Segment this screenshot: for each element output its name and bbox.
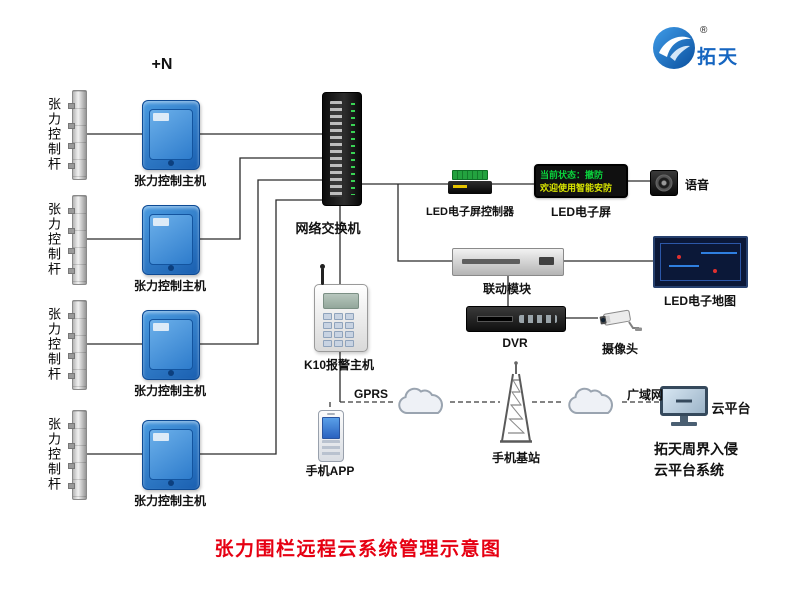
plus-n-label: +N <box>151 56 173 73</box>
k10-display <box>323 293 359 309</box>
dvr-label: DVR <box>502 336 528 350</box>
cloud-platform-caption-line2: 云平台系统 <box>654 462 724 478</box>
antenna-icon <box>320 264 325 285</box>
tension-host-icon <box>142 310 200 380</box>
led-screen-label: LED电子屏 <box>550 205 612 219</box>
led-display-line1: 当前状态：撤防 <box>540 170 604 180</box>
tension-pole-icon <box>68 410 87 500</box>
k10-keypad <box>323 313 359 347</box>
network-switch-icon <box>322 92 362 206</box>
camera-label: 摄像头 <box>601 342 639 356</box>
linkage-module-icon <box>452 248 564 276</box>
linkage-module-label: 联动模块 <box>482 282 532 296</box>
k10-alarm-host-icon <box>314 264 368 352</box>
tension-host-icon <box>142 100 200 170</box>
tension-host-label: 张力控制主机 <box>133 279 207 293</box>
cloud-icon <box>564 384 620 420</box>
brand-logo-icon <box>652 26 696 70</box>
phone-app-label: 手机APP <box>305 464 355 478</box>
tension-host-icon <box>142 205 200 275</box>
pole-label: 张力控制杆 <box>46 202 61 277</box>
solid-connectors <box>85 133 653 455</box>
voice-label: 语音 <box>684 178 710 192</box>
cloud-platform-label: 云平台 <box>711 401 751 416</box>
phone-app-icon <box>318 410 344 462</box>
pole-label: 张力控制杆 <box>46 417 61 492</box>
led-screen-icon: 当前状态：撤防 欢迎使用智能安防 <box>534 164 628 198</box>
base-station-label: 手机基站 <box>491 451 541 465</box>
tension-host-label: 张力控制主机 <box>133 384 207 398</box>
tension-pole-icon <box>68 195 87 285</box>
switch-leds <box>351 103 355 195</box>
diagram-title: 张力围栏远程云系统管理示意图 <box>214 539 502 560</box>
led-map-label: LED电子地图 <box>663 294 737 308</box>
cloud-platform-monitor-icon <box>660 386 708 430</box>
cloud-icon <box>394 384 450 420</box>
pole-label: 张力控制杆 <box>46 307 61 382</box>
pole-label: 张力控制杆 <box>46 97 61 172</box>
cloud-platform-caption-line1: 拓天周界入侵 <box>654 441 738 457</box>
switch-ports <box>330 101 342 197</box>
led-display-line2: 欢迎使用智能安防 <box>540 183 613 193</box>
tension-pole-icon <box>68 300 87 390</box>
base-station-tower-icon <box>497 360 535 444</box>
wan-label: 广域网 <box>626 388 664 402</box>
tension-host-label: 张力控制主机 <box>133 174 207 188</box>
registered-mark: ® <box>700 25 708 36</box>
dvr-icon <box>466 306 566 332</box>
k10-alarm-host-label: K10报警主机 <box>303 358 375 372</box>
led-screen-controller-label: LED电子屏控制器 <box>426 206 514 218</box>
tension-host-icon <box>142 420 200 490</box>
tension-host-label: 张力控制主机 <box>133 494 207 508</box>
gprs-label: GPRS <box>353 387 389 401</box>
camera-icon <box>598 304 642 334</box>
led-map-icon <box>653 236 748 288</box>
led-screen-controller-icon <box>448 170 492 194</box>
voice-speaker-icon <box>650 170 678 196</box>
network-switch-label: 网络交换机 <box>295 221 361 236</box>
brand-name: 拓天 <box>697 47 740 68</box>
tension-pole-icon <box>68 90 87 180</box>
dashed-connectors <box>329 401 660 409</box>
